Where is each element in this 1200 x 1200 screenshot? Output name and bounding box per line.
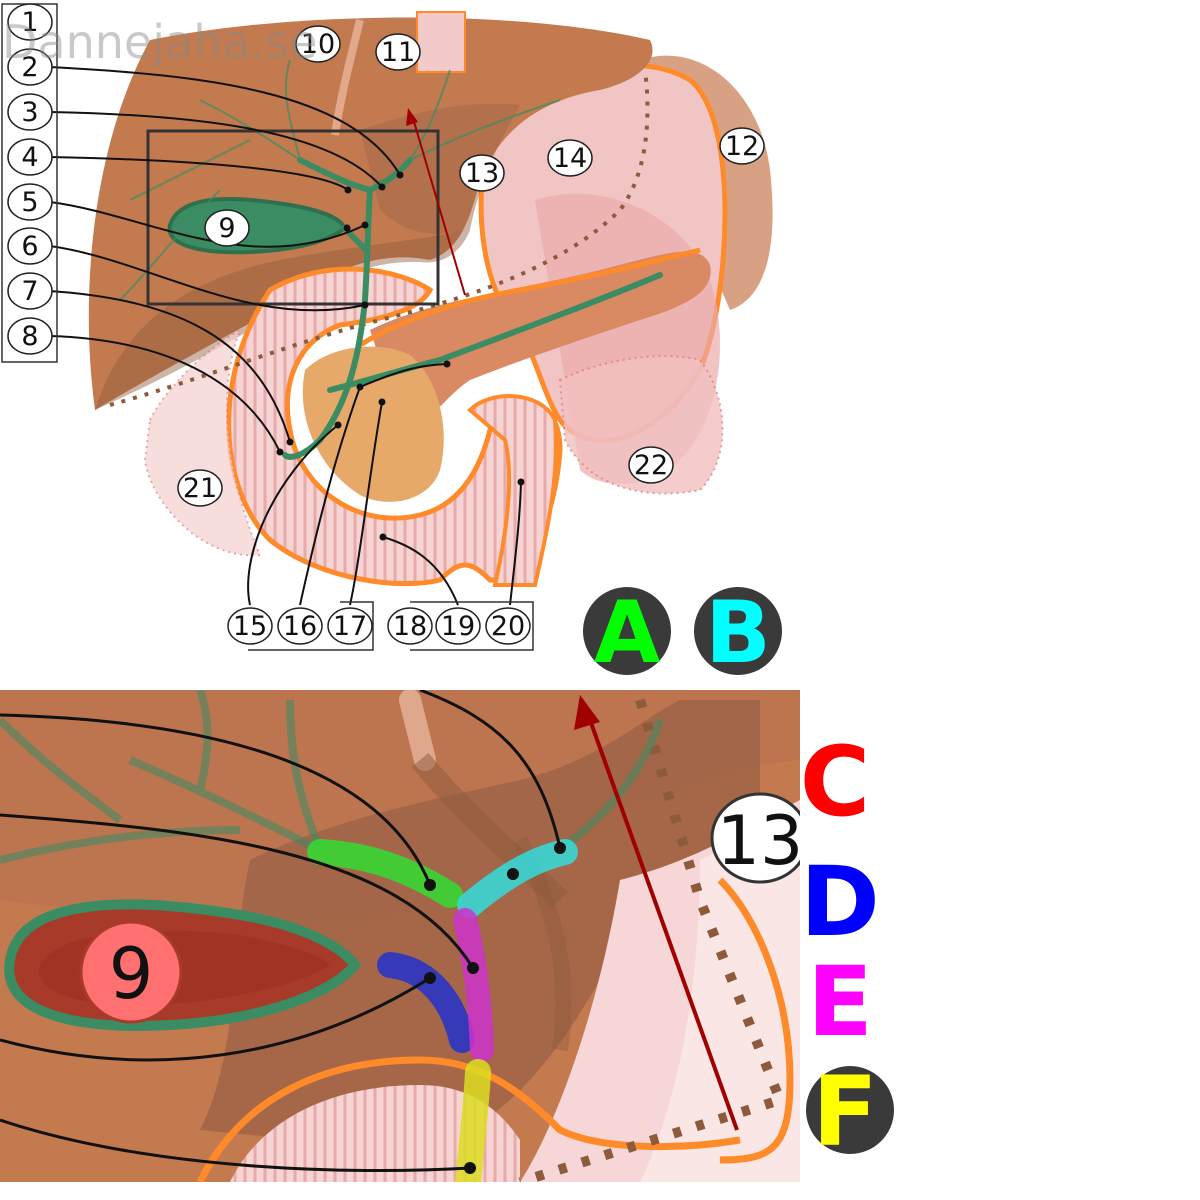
- label-16: 16: [277, 607, 323, 645]
- badge-b: B: [694, 583, 782, 683]
- liver-right-lobe-shade: [360, 103, 520, 234]
- liver-shadow: [95, 230, 470, 410]
- jejunum-shape: [467, 394, 558, 587]
- letter-f: F: [812, 1056, 878, 1168]
- highlight-a-green: [307, 839, 463, 908]
- zoom-detail: 9 13: [0, 690, 804, 1182]
- svg-text:10: 10: [301, 29, 335, 60]
- label-17: 17: [327, 607, 373, 645]
- svg-text:13: 13: [465, 158, 499, 189]
- label-19: 19: [435, 607, 481, 645]
- letter-e: E: [807, 946, 873, 1058]
- label-9: 9: [204, 209, 250, 247]
- svg-text:3: 3: [21, 97, 38, 128]
- zoom-orange-outline: [717, 877, 794, 1164]
- svg-text:13: 13: [717, 802, 804, 881]
- label-12: 12: [719, 127, 765, 165]
- region-21: [143, 327, 262, 557]
- svg-text:19: 19: [441, 611, 475, 642]
- pancreas-outline: [358, 247, 701, 348]
- ivc-shape: [416, 11, 466, 73]
- label-4: 4: [7, 138, 53, 176]
- label-20: 20: [485, 607, 531, 645]
- label-15: 15: [227, 607, 273, 645]
- svg-text:20: 20: [491, 611, 525, 642]
- svg-text:12: 12: [725, 131, 759, 162]
- pancreas-body: [370, 251, 711, 422]
- label-3: 3: [7, 93, 53, 131]
- zoom-liver-dark: [200, 700, 760, 1142]
- region-22: [558, 355, 724, 495]
- leader-lines: [49, 66, 522, 606]
- label-14: 14: [547, 139, 593, 177]
- svg-text:14: 14: [553, 143, 587, 174]
- label-22: 22: [628, 446, 674, 484]
- svg-text:17: 17: [333, 611, 367, 642]
- letter-b: B: [705, 583, 771, 683]
- label-18: 18: [387, 607, 433, 645]
- label-7: 7: [7, 272, 53, 310]
- svg-text:22: 22: [634, 450, 668, 481]
- label-2: 2: [7, 48, 53, 86]
- svg-text:11: 11: [381, 37, 415, 68]
- svg-text:7: 7: [21, 276, 38, 307]
- label-10: 10: [295, 25, 341, 63]
- zoom-label-13: 13: [710, 792, 804, 884]
- svg-text:4: 4: [21, 142, 38, 173]
- pancreas-head: [302, 346, 444, 502]
- svg-text:15: 15: [233, 611, 267, 642]
- red-arrow: [411, 114, 466, 296]
- svg-text:1: 1: [21, 7, 38, 38]
- svg-text:6: 6: [21, 231, 38, 262]
- leader-dots: [276, 171, 525, 541]
- label-5: 5: [7, 183, 53, 221]
- label-13: 13: [459, 154, 505, 192]
- bile-duct-tree: [282, 157, 663, 460]
- letter-d: D: [800, 846, 880, 958]
- label-21: 21: [177, 469, 223, 507]
- watermark-text: Dannejaha.se: [2, 15, 317, 69]
- dotted-boundary: [109, 69, 650, 407]
- svg-text:18: 18: [393, 611, 427, 642]
- bottom-label-box-left: [248, 601, 374, 651]
- svg-text:9: 9: [218, 213, 235, 244]
- label-8: 8: [7, 317, 53, 355]
- label-1: 1: [7, 3, 53, 41]
- letter-c: C: [800, 726, 870, 838]
- svg-text:16: 16: [283, 611, 317, 642]
- label-11: 11: [375, 33, 421, 71]
- zoom-frame: [146, 129, 440, 306]
- letter-a: A: [594, 583, 661, 683]
- svg-text:9: 9: [109, 933, 154, 1015]
- label-6: 6: [7, 227, 53, 265]
- svg-text:2: 2: [21, 52, 38, 83]
- svg-text:21: 21: [183, 473, 217, 504]
- falciform-ligament: [331, 19, 364, 136]
- svg-text:8: 8: [21, 321, 38, 352]
- zoom-duodenum-folds: [230, 1085, 520, 1182]
- svg-text:5: 5: [21, 187, 38, 218]
- bottom-label-box-right: [410, 601, 534, 651]
- highlight-e-magenta: [453, 908, 494, 1062]
- badge-f: F: [806, 1056, 894, 1168]
- red-arrowhead: [406, 108, 418, 126]
- highlight-d-blue: [377, 952, 475, 1053]
- overview-figure: 1 2 3 4 5 6 7 8 9 10 11 12 13 14 15 16 1…: [1, 3, 773, 651]
- zoom-label-9: 9: [79, 920, 183, 1024]
- badge-a: A: [583, 583, 671, 683]
